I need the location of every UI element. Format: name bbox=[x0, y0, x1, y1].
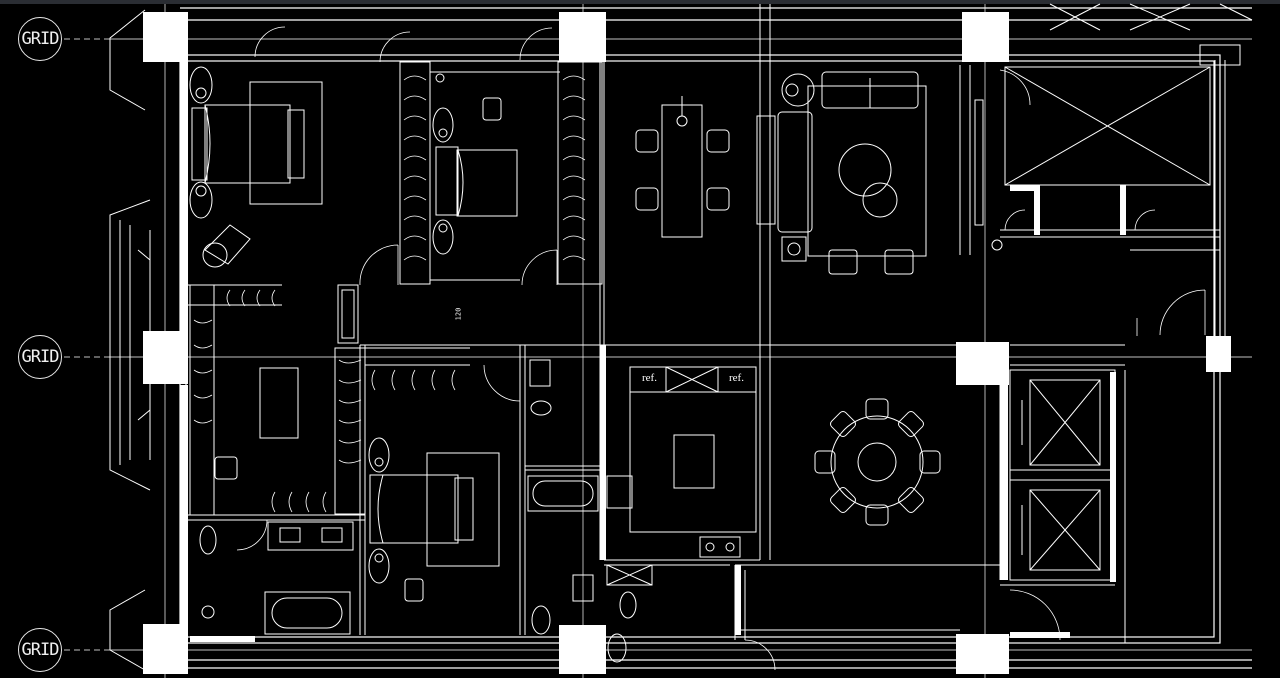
fridge-label-right: ref. bbox=[729, 372, 744, 384]
kitchen bbox=[629, 366, 757, 558]
door-swings bbox=[179, 26, 1206, 671]
dimension-label: 120 bbox=[454, 307, 463, 321]
elevators bbox=[1021, 379, 1101, 571]
viewport-top-bar bbox=[0, 0, 1280, 4]
fridge-label-left: ref. bbox=[642, 372, 657, 384]
structural-columns bbox=[143, 12, 1231, 674]
grid-label-middle: GRID bbox=[18, 335, 62, 379]
bathrooms bbox=[199, 359, 653, 663]
grid-label-top: GRID bbox=[18, 17, 62, 61]
dining-table-round bbox=[814, 398, 941, 526]
bedroom-3 bbox=[368, 437, 500, 602]
dining-table-rect bbox=[635, 96, 730, 238]
wardrobe-hangers bbox=[193, 75, 586, 513]
living-room bbox=[756, 71, 927, 275]
bedroom-1 bbox=[189, 66, 323, 268]
grid-leader-lines bbox=[64, 38, 110, 651]
bedroom-2 bbox=[432, 73, 518, 255]
entry-cabinet bbox=[337, 284, 359, 344]
void-top-right bbox=[974, 3, 1253, 251]
grid-label-bottom: GRID bbox=[18, 628, 62, 672]
exterior-walls bbox=[179, 7, 1252, 669]
interior-walls bbox=[186, 4, 1241, 643]
study-room bbox=[214, 367, 299, 480]
